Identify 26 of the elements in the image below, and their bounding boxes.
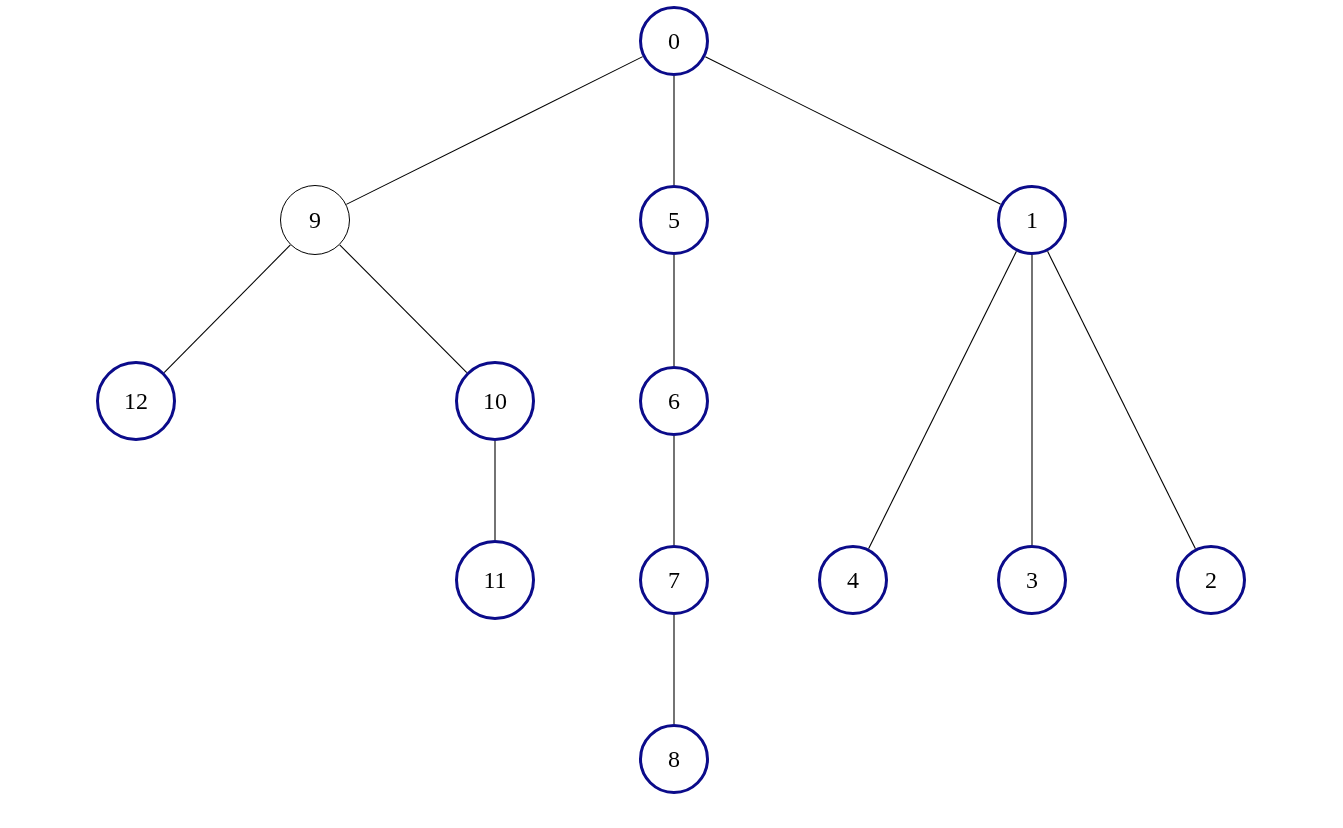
node-label: 6 [668, 389, 680, 413]
node-label: 2 [1205, 568, 1217, 592]
tree-edge-line [673, 254, 675, 367]
tree-edge-line [673, 75, 675, 186]
tree-edge-line [704, 56, 1002, 205]
tree-node-circle [280, 185, 350, 255]
node-label: 4 [847, 568, 859, 592]
tree-edge-line [494, 440, 496, 541]
node-label: 0 [668, 29, 680, 53]
node-label: 10 [483, 389, 507, 413]
tree-edge-line [673, 435, 675, 546]
node-label: 1 [1026, 208, 1038, 232]
node-label: 12 [124, 389, 148, 413]
tree-edge-line [1047, 250, 1196, 550]
node-label: 5 [668, 208, 680, 232]
node-label: 3 [1026, 568, 1038, 592]
tree-edge-line [868, 250, 1017, 550]
tree-edge-line [345, 56, 644, 205]
tree-edge-line [163, 244, 291, 374]
tree-edge-line [1031, 254, 1033, 546]
node-label: 11 [483, 568, 507, 592]
node-label: 7 [668, 568, 680, 592]
node-label: 8 [668, 747, 680, 771]
tree-edge-line [673, 614, 675, 725]
tree-edge-line [339, 244, 468, 374]
node-label: 9 [309, 208, 321, 232]
